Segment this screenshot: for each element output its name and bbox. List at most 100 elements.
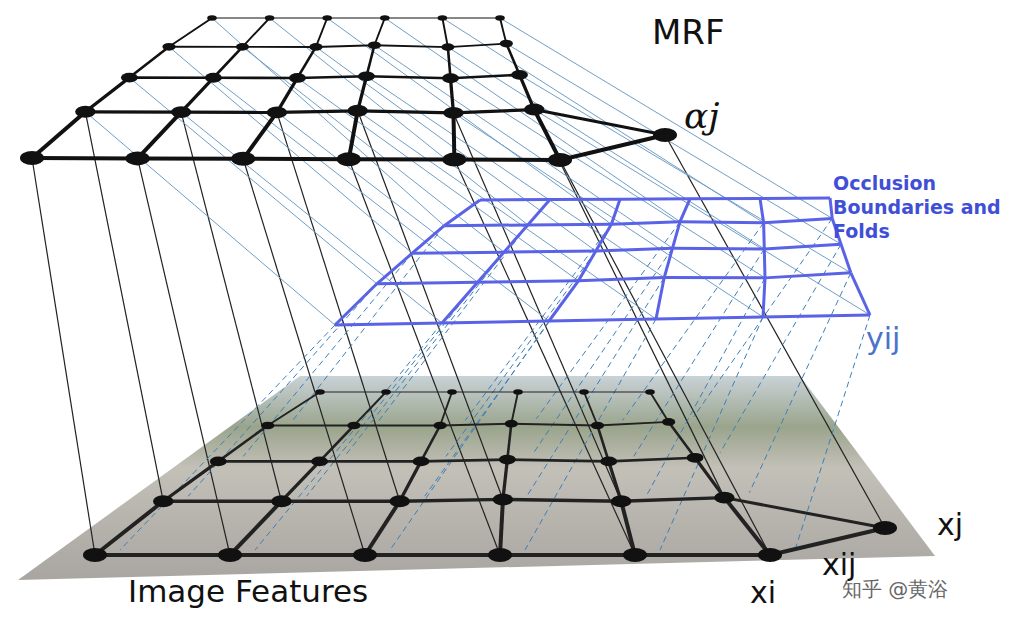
feature-grid-edge — [400, 461, 421, 501]
mrf-grid-edge — [169, 18, 212, 47]
dashed-link — [634, 249, 765, 456]
feature-grid-node — [353, 548, 377, 562]
occlusion-grid-edge — [664, 276, 765, 279]
mrf-grid-node — [441, 43, 454, 51]
feature-grid-edge — [440, 392, 452, 426]
occlusion-grid-edge — [611, 199, 620, 224]
occlusion-grid-edge — [611, 222, 680, 225]
mrf-grid-node — [309, 43, 322, 51]
occlusion-grid-edge — [335, 323, 442, 325]
mrf-grid-edge — [213, 76, 297, 79]
feature-grid-edge — [421, 460, 507, 462]
feature-grid-node — [505, 420, 518, 428]
mrf-grid-edge — [32, 156, 138, 160]
feature-grid-node — [381, 389, 391, 395]
feature-grid-edge — [500, 553, 635, 557]
feature-grid-edge — [518, 391, 584, 392]
mrf-grid-edge — [349, 157, 455, 161]
link-line — [374, 45, 672, 248]
mrf-grid-edge — [85, 78, 129, 112]
occlusion-grid-edge — [763, 315, 870, 317]
feature-grid-edge — [421, 426, 440, 462]
link-line — [181, 112, 281, 501]
mrf-grid-edge — [277, 111, 358, 113]
mrf-grid-node — [171, 106, 191, 118]
link-line — [85, 112, 335, 325]
link-line — [277, 112, 549, 321]
mrf-grid-edge — [327, 17, 385, 18]
feature-grid-edge — [365, 553, 500, 557]
mrf-grid-node — [653, 128, 677, 142]
mrf-grid-edge — [560, 135, 665, 160]
dashed-link — [255, 323, 442, 550]
title-label: MRF — [652, 14, 725, 51]
occlusion-grid-edge — [690, 197, 760, 200]
feature-grid-edge — [230, 553, 365, 557]
feature-grid-node — [611, 495, 631, 507]
mrf-grid-node — [205, 73, 222, 83]
feature-grid-edge — [320, 391, 386, 392]
feature-grid-edge — [597, 426, 608, 462]
dashed-link — [293, 226, 444, 421]
occlusion-grid-edge — [673, 247, 765, 251]
occlusion-grid-edge — [528, 200, 550, 225]
mrf-grid-node — [500, 40, 513, 48]
dashed-link — [749, 273, 850, 493]
mrf-grid-node — [20, 151, 44, 165]
occlusion-grid-edge — [656, 278, 664, 319]
link-line — [358, 111, 503, 500]
mrf-grid-node — [289, 73, 306, 83]
occlusion-grid-edge — [504, 251, 596, 252]
feature-grid-node — [315, 389, 325, 395]
mrf-grid-edge — [374, 18, 384, 45]
feature-grid-node — [591, 422, 604, 430]
feature-grid-edge — [218, 460, 319, 463]
feature-grid-node — [488, 548, 512, 562]
mrf-grid-edge — [212, 17, 270, 18]
feature-grid-edge — [281, 461, 319, 501]
feature-grid-edge — [621, 498, 724, 502]
mrf-grid-edge — [316, 45, 374, 47]
occlusion-grid-edge — [478, 281, 579, 282]
feature-grid-node — [218, 548, 242, 562]
feature-grid-edge — [584, 392, 597, 426]
mrf-grid-edge — [169, 46, 242, 48]
mrf-grid-node — [548, 153, 572, 167]
link-line — [451, 78, 766, 278]
variable-label: xij — [822, 548, 856, 581]
occlusion-grid-edge — [765, 273, 851, 278]
occlusion-grid-edge — [673, 222, 680, 248]
feature-grid-edge — [724, 498, 885, 528]
occlusion-grid-edge — [480, 198, 550, 201]
feature-grid-edge — [163, 461, 218, 501]
mrf-grid-edge — [213, 47, 242, 78]
mrf-grid-node — [524, 104, 544, 116]
occlusion-grid-edge — [656, 317, 763, 319]
mrf-grid-node — [438, 15, 448, 21]
layer-label: Image Features — [128, 574, 368, 608]
mrf-grid-edge — [129, 76, 213, 79]
feature-grid-edge — [365, 501, 400, 555]
occlusion-grid-edge — [578, 278, 664, 281]
mrf-grid-edge — [366, 76, 450, 78]
occlusion-grid-edge — [412, 226, 444, 254]
mrf-grid-edge — [316, 18, 327, 47]
feature-grid-edge — [320, 460, 421, 463]
feature-grid-edge — [635, 553, 770, 557]
mrf-grid-edge — [181, 110, 277, 114]
occlusion-grid-edge — [620, 197, 690, 200]
mrf-grid-edge — [500, 18, 506, 44]
mrf-grid-edge — [349, 111, 358, 159]
mrf-grid-node — [380, 15, 390, 21]
feature-grid-edge — [354, 392, 386, 426]
link-line — [385, 18, 680, 222]
feature-grid-edge — [95, 553, 230, 557]
feature-grid-edge — [218, 426, 268, 462]
mrf-grid-edge — [534, 110, 665, 135]
dashed-link — [795, 315, 870, 550]
mrf-grid-edge — [442, 17, 500, 18]
link-line — [270, 18, 528, 225]
feature-grid-node — [389, 495, 409, 507]
mrf-grid-node — [337, 152, 361, 166]
occlusion-grid-edge — [764, 218, 833, 222]
